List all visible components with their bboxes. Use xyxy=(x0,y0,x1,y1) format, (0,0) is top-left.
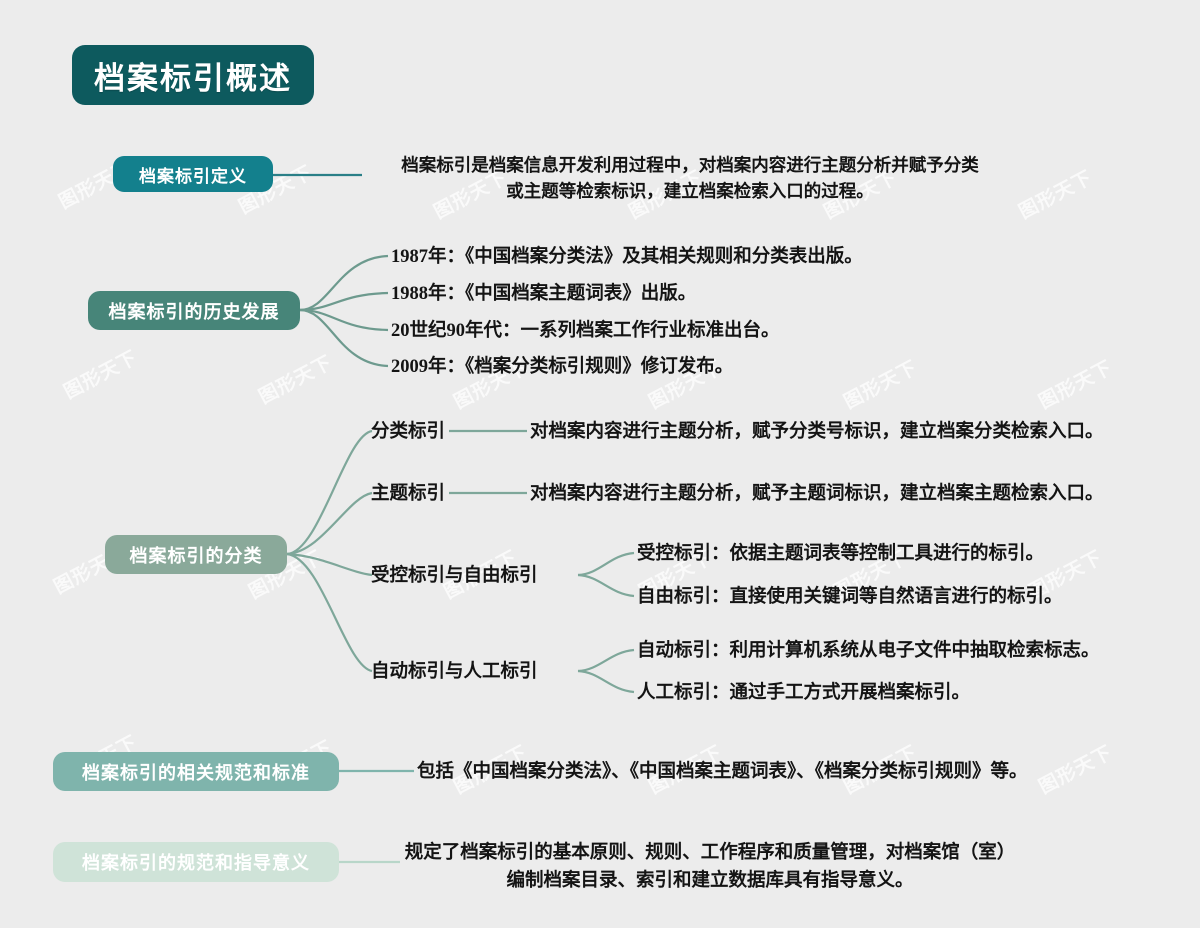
classification-item-label: 自动标引与人工标引 xyxy=(371,662,538,682)
classification-item-label: 受控标引与自由标引 xyxy=(371,566,538,586)
classification-child: 人工标引：通过手工方式开展档案标引。 xyxy=(637,683,971,703)
link-class-4-child-1 xyxy=(577,648,635,673)
classification-child: 受控标引：依据主题词表等控制工具进行的标引。 xyxy=(637,544,1045,564)
link-class-4 xyxy=(286,552,373,673)
watermark-text: 图形天下 xyxy=(1035,357,1117,414)
classification-item-label: 主题标引 xyxy=(371,484,446,504)
link-class-4-child-2 xyxy=(577,669,635,694)
link-class-3 xyxy=(286,552,373,577)
classification-child: 自动标引：利用计算机系统从电子文件中抽取检索标志。 xyxy=(637,641,1100,661)
history-item: 2009年：《档案分类标引规则》修订发布。 xyxy=(391,357,734,377)
watermark-text: 图形天下 xyxy=(1015,167,1097,224)
link-history-1 xyxy=(299,254,389,312)
guidance-text-line2: 编制档案目录、索引和建立数据库具有指导意义。 xyxy=(506,871,914,891)
link-history-2 xyxy=(299,291,389,312)
norms-text: 包括《中国档案分类法》、《中国档案主题词表》、《档案分类标引规则》等。 xyxy=(417,762,1028,782)
link-class-3-child-2 xyxy=(577,573,635,598)
node-history[interactable]: 档案标引的历史发展 xyxy=(88,291,300,330)
node-definition[interactable]: 档案标引定义 xyxy=(113,156,273,192)
root-node[interactable]: 档案标引概述 xyxy=(72,45,314,105)
watermark-text: 图形天下 xyxy=(1035,742,1117,799)
node-classification[interactable]: 档案标引的分类 xyxy=(105,535,287,574)
history-item: 1987年：《中国档案分类法》及其相关规则和分类表出版。 xyxy=(391,247,863,267)
link-history-4 xyxy=(299,308,389,368)
definition-text-line1: 档案标引是档案信息开发利用过程中，对档案内容进行主题分析并赋予分类 xyxy=(401,155,979,175)
link-class-1 xyxy=(286,429,373,556)
guidance-text-line1: 规定了档案标引的基本原则、规则、工作程序和质量管理，对档案馆（室） xyxy=(404,843,1016,863)
definition-text-line2: 或主题等检索标识，建立档案检索入口的过程。 xyxy=(506,181,874,201)
link-history-3 xyxy=(299,308,389,332)
watermark-text: 图形天下 xyxy=(840,357,922,414)
classification-item-label: 分类标引 xyxy=(371,422,446,442)
watermark-text: 图形天下 xyxy=(60,347,142,404)
classification-child: 自由标引：直接使用关键词等自然语言进行的标引。 xyxy=(637,587,1063,607)
link-class-3-child-1 xyxy=(577,551,635,577)
node-guidance[interactable]: 档案标引的规范和指导意义 xyxy=(53,842,339,882)
watermark-text: 图形天下 xyxy=(255,352,337,409)
classification-item-detail: 对档案内容进行主题分析，赋予分类号标识，建立档案分类检索入口。 xyxy=(530,422,1104,442)
history-item: 1988年：《中国档案主题词表》出版。 xyxy=(391,284,697,304)
link-class-2 xyxy=(286,491,373,556)
node-norms[interactable]: 档案标引的相关规范和标准 xyxy=(53,752,339,791)
classification-item-detail: 对档案内容进行主题分析，赋予主题词标识，建立档案主题检索入口。 xyxy=(530,484,1104,504)
history-item: 20世纪90年代：一系列档案工作行业标准出台。 xyxy=(391,321,780,341)
